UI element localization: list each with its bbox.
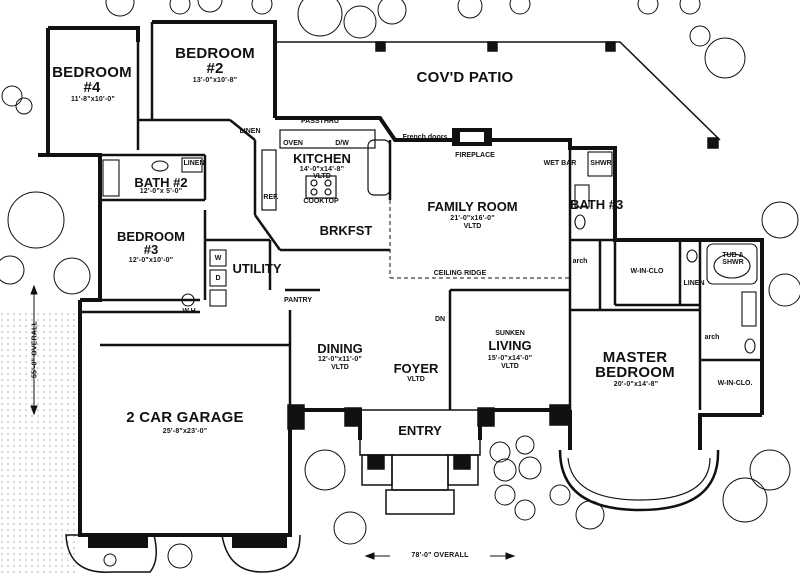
- linen-master-label: LINEN: [683, 280, 705, 287]
- kitchen-counters: [261, 129, 391, 211]
- oven-label: OVEN: [283, 140, 303, 147]
- living-label: LIVING: [488, 338, 532, 353]
- dining-size: 12'-0"x11'-0": [317, 356, 363, 363]
- passthru-label: PASSTHRU: [301, 118, 339, 125]
- bath2-label: BATH #2: [134, 175, 188, 190]
- utility-label: UTILITY: [232, 261, 282, 276]
- cooktop-label: COOKTOP: [303, 198, 339, 205]
- covd-patio-label: COV'D PATIO: [416, 69, 514, 86]
- garage-label: 2 CAR GARAGE: [126, 409, 244, 426]
- linen-bath2-label: LINEN: [183, 160, 205, 167]
- bedroom3-label: BEDROOM #3: [108, 230, 194, 256]
- fireplace-symbol: [452, 128, 492, 146]
- sunken-living-size: 15'-0"x14'-0": [487, 355, 533, 362]
- w-in-clo-1-label: W-IN-CLO: [630, 268, 664, 275]
- kitchen-label: KITCHEN: [293, 151, 351, 166]
- overall-width-label: 78'-0" OVERALL: [390, 552, 490, 559]
- master-name: MASTER: [602, 349, 668, 366]
- bath-fixtures: [102, 151, 758, 354]
- dining-label: DINING: [317, 341, 363, 356]
- shwr-tub-label: SHWR: [722, 259, 744, 266]
- washer-label: W: [214, 255, 222, 262]
- family-room-label: FAMILY ROOM: [427, 199, 518, 214]
- sunken-living-vltd: VLTD: [501, 363, 519, 370]
- linen-top-label: LINEN: [239, 128, 261, 135]
- entry-porch: [287, 404, 571, 515]
- french-doors-label: French doors: [402, 134, 448, 141]
- arch-label-2: arch: [704, 334, 720, 341]
- bath2-size: 12'-0"x 5'-0": [139, 188, 183, 195]
- bath3-label: BATH #3: [570, 197, 624, 212]
- dining-vltd: VLTD: [331, 364, 349, 371]
- arch-label-1: arch: [572, 258, 588, 265]
- dw-label: D/W: [335, 140, 349, 147]
- ceiling-ridge-label: CEILING RIDGE: [433, 270, 487, 277]
- ref-label: REF.: [263, 194, 279, 201]
- bedroom2-label: BEDROOM #2: [160, 46, 270, 76]
- wet-bar-label: WET BAR: [543, 160, 577, 167]
- master-bedroom-size: 20'-0"x14'-8": [613, 381, 659, 388]
- master-bay-window: [558, 449, 720, 512]
- kitchen-vltd: VLTD: [313, 173, 331, 180]
- bedroom2-name: BEDROOM: [175, 45, 255, 62]
- bedroom4-label: BEDROOM #4: [52, 65, 132, 95]
- master-bedroom-name: BEDROOM: [595, 364, 675, 381]
- sunken-living-label: SUNKEN LIVING: [470, 330, 550, 352]
- driveway: [0, 310, 78, 576]
- shwr-label: SHWR: [590, 160, 612, 167]
- foyer-label: FOYER: [393, 361, 439, 376]
- sunken-label: SUNKEN: [495, 330, 525, 337]
- bedroom4-size: 11'-8"x10'-0": [70, 96, 116, 103]
- utility-appliances: [209, 249, 227, 307]
- interior-walls: [78, 22, 762, 410]
- overall-depth-label: 55'-0" OVERALL: [31, 320, 39, 379]
- bedroom3-size: 12'-0"x10'-0": [128, 257, 174, 264]
- tub-label: TUB &: [722, 252, 744, 259]
- tub-shwr-label: TUB & SHWR: [714, 252, 752, 266]
- dryer-label: D: [215, 275, 221, 282]
- garage-front: [65, 534, 301, 573]
- family-room-vltd: VLTD: [463, 223, 482, 230]
- wh-label: W.H.: [182, 308, 198, 315]
- pantry-label: PANTRY: [284, 297, 312, 304]
- bedroom3-number: #3: [143, 242, 159, 257]
- bedroom4-name: BEDROOM: [52, 64, 132, 81]
- bedroom2-size: 13'-0"x10'-8": [192, 77, 238, 84]
- master-bedroom-label: MASTER BEDROOM: [580, 350, 690, 380]
- bedroom3-name: BEDROOM: [117, 229, 185, 244]
- fireplace-label: FIREPLACE: [455, 152, 495, 159]
- bedroom2-number: #2: [206, 60, 224, 77]
- family-room-size: 21'-0"x16'-0": [450, 215, 495, 222]
- dn-label: DN: [434, 316, 446, 323]
- brkfst-label: BRKFST: [319, 223, 373, 238]
- w-in-clo-2-label: W-IN-CLO.: [717, 380, 753, 387]
- exterior-walls: [38, 20, 764, 537]
- patio-outline: [275, 41, 721, 149]
- garage-size: 25'-8"x23'-0": [162, 428, 208, 435]
- bedroom4-number: #4: [83, 79, 101, 96]
- foyer-vltd: VLTD: [407, 376, 425, 383]
- entry-label: ENTRY: [398, 423, 442, 438]
- kitchen-size: 14'-0"x14'-8": [299, 166, 345, 173]
